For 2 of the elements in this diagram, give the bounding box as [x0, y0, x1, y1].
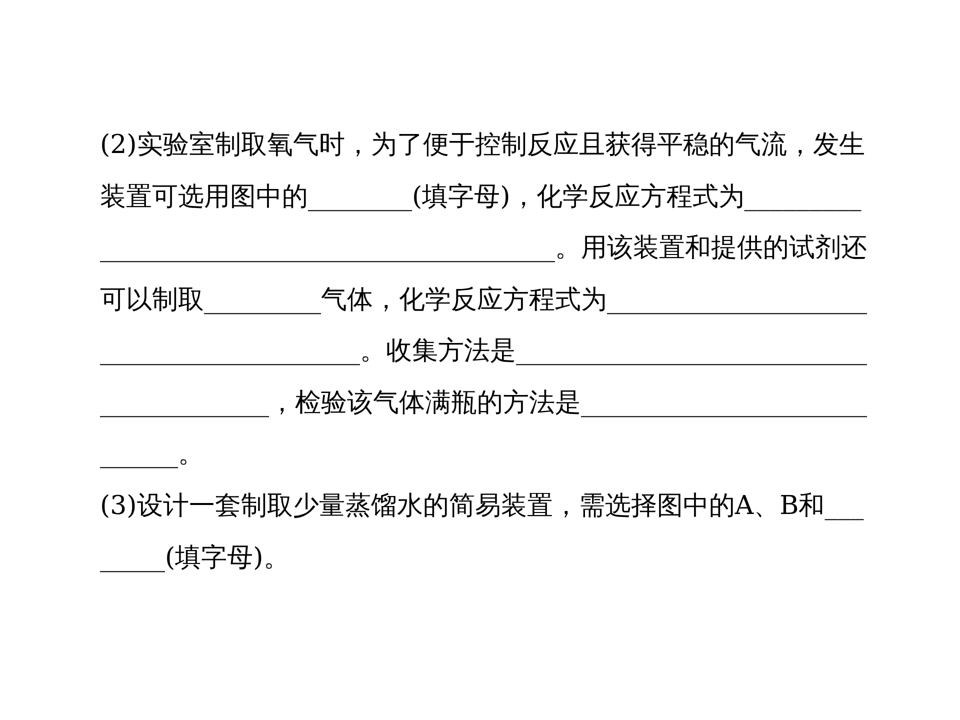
question-text: (3)设计一套制取少量蒸馏水的简易装置，需选择图中的A、B和________(填字母)。 — [100, 490, 865, 574]
question-text: (2)实验室制取氧气时，为了便于控制反应且获得平稳的气流，发生装置可选用图中的________(填字母)，化学反应方程式为____________________________________________。用该装置和提供的试剂还可以制取_________气体，化学反应方程式为________________________________________。收集方法是________________________________________，检验该气体满瓶的方法是____________________________。 — [100, 129, 868, 471]
